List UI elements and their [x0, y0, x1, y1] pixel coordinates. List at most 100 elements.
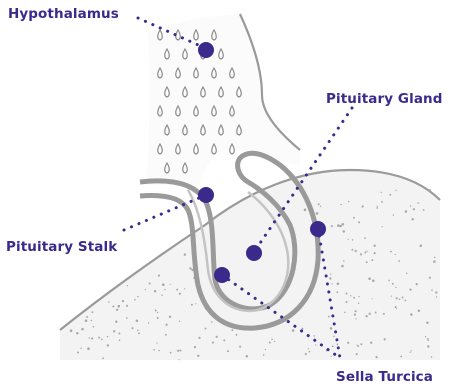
stipple-dot — [191, 304, 193, 306]
stipple-dot — [157, 317, 159, 319]
stipple-dot — [98, 337, 100, 339]
stipple-dot — [390, 251, 392, 253]
stipple-dot — [364, 237, 366, 239]
stipple-dot — [91, 311, 93, 313]
stipple-dot — [336, 344, 338, 346]
stipple-dot — [91, 337, 93, 339]
stipple-dot — [91, 320, 93, 322]
stipple-dot — [158, 275, 160, 277]
stipple-dot — [410, 205, 411, 206]
stipple-dot — [227, 350, 229, 352]
stipple-dot — [118, 333, 120, 335]
stipple-dot — [330, 274, 331, 275]
stipple-dot — [216, 336, 218, 338]
stipple-dot — [330, 327, 333, 330]
stipple-dot — [429, 189, 431, 191]
stipple-dot — [309, 351, 311, 353]
stipple-dot — [371, 259, 373, 261]
stipple-dot — [358, 221, 360, 223]
stipple-dot — [336, 291, 338, 293]
stipple-dot — [169, 316, 171, 318]
stipple-dot — [395, 306, 397, 308]
stipple-dot — [184, 253, 186, 255]
stipple-dot — [107, 336, 109, 338]
stipple-dot — [137, 296, 139, 298]
stipple-dot — [161, 294, 163, 296]
stipple-dot — [184, 288, 185, 289]
stipple-dot — [436, 296, 437, 297]
stipple-dot — [316, 212, 319, 215]
stipple-dot — [118, 305, 121, 308]
stipple-dot — [271, 338, 273, 340]
stipple-dot — [331, 283, 332, 284]
stipple-dot — [145, 289, 146, 290]
stipple-dot — [170, 284, 171, 285]
stipple-dot — [376, 207, 378, 209]
stipple-dot — [80, 348, 82, 350]
stipple-dot — [331, 356, 332, 357]
stipple-dot — [395, 287, 396, 288]
stipple-dot — [398, 260, 400, 262]
stipple-dot — [434, 257, 436, 259]
stipple-dot — [399, 298, 401, 300]
stipple-dot — [177, 350, 179, 352]
stipple-dot — [372, 280, 375, 283]
stipple-dot — [343, 260, 345, 262]
stipple-dot — [402, 297, 404, 299]
stipple-dot — [352, 239, 354, 241]
stipple-dot — [197, 355, 199, 357]
stipple-dot — [344, 312, 346, 314]
stipple-dot — [388, 280, 390, 282]
stipple-dot — [435, 291, 437, 293]
stipple-dot — [337, 224, 340, 227]
stipple-dot — [269, 342, 271, 344]
stipple-dot — [340, 204, 341, 205]
stipple-dot — [179, 321, 180, 322]
stipple-dot — [164, 289, 165, 290]
stipple-dot — [393, 214, 394, 215]
stipple-dot — [425, 336, 426, 337]
stipple-dot — [211, 321, 213, 323]
stipple-dot — [137, 330, 139, 332]
stipple-dot — [382, 226, 383, 227]
stipple-dot — [413, 208, 415, 210]
stipple-dot — [418, 309, 421, 312]
stipple-dot — [426, 322, 429, 325]
stipple-dot — [354, 314, 356, 316]
stipple-dot — [358, 302, 359, 303]
stipple-dot — [358, 296, 359, 297]
sella-turcica-marker — [310, 221, 326, 237]
stipple-dot — [416, 283, 418, 285]
stipple-dot — [127, 285, 128, 286]
stipple-dot — [274, 341, 275, 342]
stipple-dot — [369, 313, 371, 315]
stipple-dot — [246, 355, 248, 357]
stipple-dot — [205, 328, 207, 330]
stipple-dot — [138, 332, 140, 334]
stipple-dot — [292, 329, 295, 332]
stipple-dot — [427, 340, 429, 342]
stipple-dot — [212, 342, 214, 344]
stipple-dot — [157, 312, 158, 313]
stipple-dot — [357, 344, 358, 345]
stipple-dot — [85, 319, 88, 322]
stipple-dot — [361, 205, 363, 207]
stipple-dot — [353, 297, 355, 299]
stipple-dot — [343, 230, 345, 232]
stipple-dot — [353, 217, 355, 219]
hypothalamus-marker — [198, 42, 214, 58]
stipple-dot — [158, 350, 160, 352]
stipple-dot — [375, 312, 377, 314]
stipple-dot — [360, 253, 362, 255]
stipple-dot — [365, 315, 367, 317]
stipple-dot — [194, 346, 196, 348]
stipple-dot — [381, 192, 382, 193]
stipple-dot — [134, 299, 136, 301]
stipple-dot — [405, 210, 408, 213]
stipple-dot — [410, 313, 413, 316]
pituitary-gland-marker — [246, 245, 262, 261]
stipple-dot — [406, 273, 408, 275]
stipple-dot — [347, 342, 349, 344]
stipple-dot — [165, 334, 167, 336]
